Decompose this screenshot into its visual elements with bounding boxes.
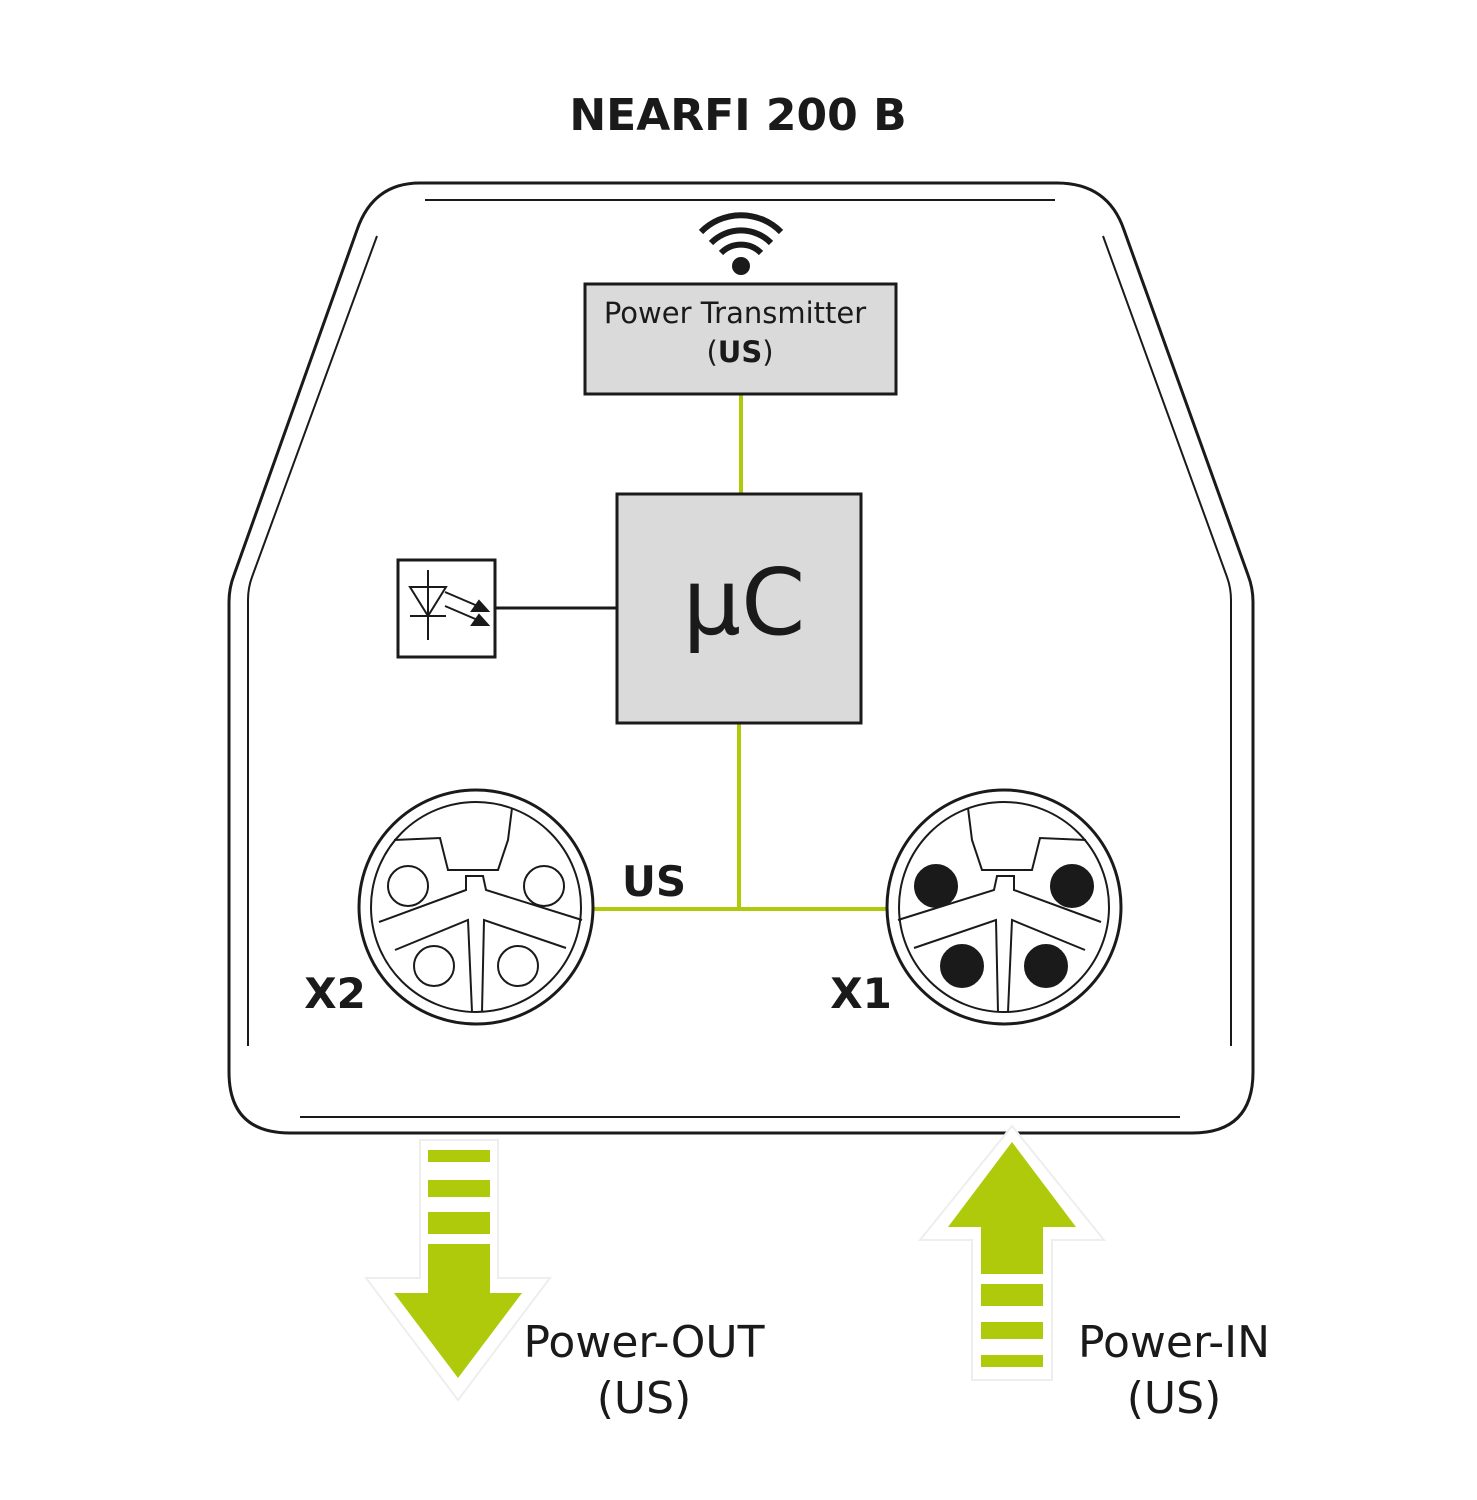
connector-x1-label: X1 (830, 969, 892, 1018)
power-out-label: Power-OUT (523, 1317, 764, 1368)
optical-sensor-icon (396, 558, 497, 659)
wireless-icon (698, 212, 784, 275)
microcontroller-label: µC (683, 549, 806, 656)
device-title: NEARFI 200 B (569, 90, 906, 141)
housing-right-line (1102, 235, 1232, 1046)
down-arrow-icon (363, 1139, 553, 1402)
power-transmitter-sublabel: (US) (706, 335, 773, 369)
connector-x1 (885, 788, 1123, 1026)
power-in-sublabel: (US) (1127, 1373, 1221, 1424)
housing-left-line (247, 235, 378, 1046)
power-transmitter-label: Power Transmitter (604, 296, 866, 330)
connector-x2 (357, 788, 595, 1026)
power-transmitter-box (583, 282, 898, 396)
connector-x2-label: X2 (304, 969, 366, 1018)
power-out-sublabel: (US) (597, 1373, 691, 1424)
up-arrow-icon (917, 1124, 1107, 1381)
power-in-label: Power-IN (1078, 1317, 1270, 1368)
bus-label: US (622, 857, 686, 906)
